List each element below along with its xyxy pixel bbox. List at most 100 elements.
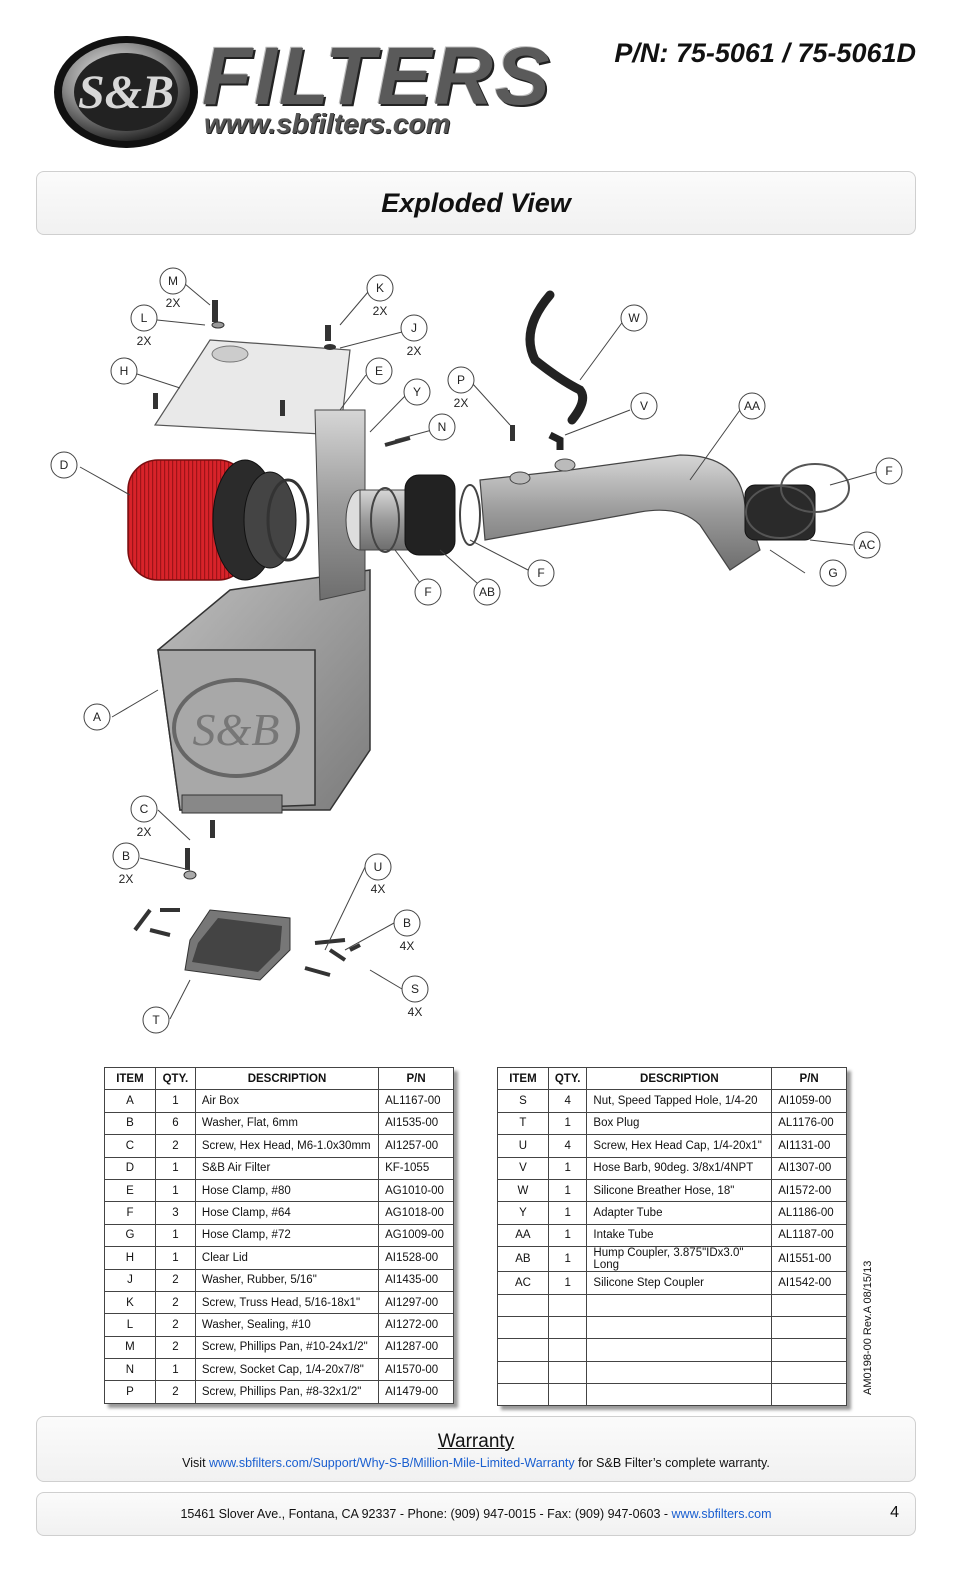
cell-pn: AI1535-00 (378, 1111, 454, 1136)
cell-description: Hose Clamp, #80 (194, 1178, 380, 1203)
warranty-link[interactable]: www.sbfilters.com/Support/Why-S-B/Millio… (209, 1456, 575, 1470)
svg-text:S: S (411, 982, 419, 996)
step-coupler (744, 463, 850, 541)
table-header-row: ITEM QTY. DESCRIPTION P/N (104, 1066, 454, 1091)
cell-description: Screw, Socket Cap, 1/4-20x7/8" (194, 1358, 380, 1382)
callout-s: S4X (401, 975, 429, 1019)
header-description: DESCRIPTION (586, 1066, 773, 1091)
svg-text:4X: 4X (400, 939, 415, 953)
callout-b-right: B 4X (393, 909, 421, 953)
cell-item: Y (497, 1201, 549, 1225)
cell-item: H (104, 1246, 156, 1270)
cell-item: K (104, 1290, 156, 1315)
svg-text:S&B: S&B (193, 704, 280, 755)
table-row (497, 1383, 847, 1407)
callout-w: W (620, 304, 648, 332)
footer-address: 15461 Slover Ave., Fontana, CA 92337 - P… (37, 1507, 915, 1521)
cell-qty: 1 (547, 1223, 588, 1248)
cell-item: AA (497, 1223, 549, 1248)
cell-qty: 4 (547, 1089, 588, 1113)
svg-text:M: M (168, 274, 178, 288)
warranty-text: Visit www.sbfilters.com/Support/Why-S-B/… (37, 1456, 915, 1470)
cell-pn: AI1572-00 (771, 1178, 847, 1203)
cell-description: Washer, Flat, 6mm (194, 1111, 380, 1136)
cell-qty (547, 1293, 588, 1317)
cell-item (497, 1293, 549, 1317)
svg-text:V: V (640, 399, 648, 413)
cell-pn: AI1297-00 (378, 1290, 454, 1315)
cell-description: Hump Coupler, 3.875"IDx3.0" Long (586, 1246, 773, 1273)
hump-coupler (370, 474, 481, 556)
callout-c: C2X (130, 795, 158, 839)
callout-l: L2X (130, 304, 158, 348)
callout-y: Y (403, 378, 431, 406)
cell-description: Air Box (194, 1089, 380, 1113)
cell-qty: 1 (154, 1246, 196, 1270)
cell-item: W (497, 1178, 549, 1203)
box-plug (184, 909, 291, 981)
svg-text:F: F (424, 585, 431, 599)
cell-pn (771, 1315, 847, 1340)
cell-description: Hose Clamp, #64 (194, 1201, 380, 1225)
cell-pn: AI1272-00 (378, 1313, 454, 1337)
cell-qty: 1 (547, 1201, 588, 1225)
cell-pn (771, 1360, 847, 1385)
cell-item: AC (497, 1271, 549, 1295)
cell-pn: AL1186-00 (771, 1201, 847, 1225)
adapter-tube (314, 409, 421, 601)
cell-item: U (497, 1134, 549, 1158)
cell-item: C (104, 1134, 156, 1158)
table-header-row: ITEM QTY. DESCRIPTION P/N (497, 1066, 847, 1091)
cell-qty: 2 (154, 1134, 196, 1158)
header-qty: QTY. (547, 1066, 588, 1091)
callout-f-right: F (875, 457, 903, 485)
table-row (497, 1315, 847, 1340)
cell-qty: 1 (547, 1271, 588, 1295)
air-filter (127, 459, 310, 581)
callout-m: M2X (159, 267, 187, 310)
svg-text:B: B (403, 916, 411, 930)
cell-pn: AI1435-00 (378, 1268, 454, 1292)
cell-description: Adapter Tube (586, 1201, 773, 1225)
callout-d: D (50, 451, 78, 479)
logo-url[interactable]: www.sbfilters.com (204, 108, 451, 139)
svg-text:N: N (438, 420, 447, 434)
cell-description: Screw, Hex Head, M6-1.0x30mm (194, 1134, 380, 1158)
cell-item: V (497, 1156, 549, 1180)
callout-aa: AA (738, 392, 766, 420)
cell-item: A (104, 1089, 156, 1113)
svg-text:L: L (141, 311, 148, 325)
cell-description: Screw, Phillips Pan, #10-24x1/2" (194, 1335, 380, 1360)
cell-description: Silicone Step Coupler (586, 1271, 773, 1295)
footer-website-link[interactable]: www.sbfilters.com (671, 1507, 772, 1521)
cell-qty: 1 (154, 1156, 196, 1180)
svg-text:4X: 4X (371, 882, 386, 896)
warranty-title: Warranty (437, 1431, 515, 1452)
cell-qty (547, 1383, 588, 1407)
cell-qty: 1 (154, 1223, 196, 1248)
svg-text:2X: 2X (137, 825, 152, 839)
cell-qty: 1 (154, 1358, 196, 1382)
cell-qty: 4 (547, 1134, 588, 1158)
svg-text:K: K (376, 281, 384, 295)
page-number: 4 (890, 1504, 899, 1521)
logo-wordmark: FILTERS (202, 31, 552, 122)
cell-item (497, 1315, 549, 1340)
cell-description (586, 1315, 773, 1340)
cell-pn: AG1010-00 (378, 1178, 454, 1203)
cell-description: Hose Clamp, #72 (194, 1223, 380, 1248)
cell-description: Box Plug (586, 1111, 773, 1136)
sb-logo-badge-icon: S&B (54, 36, 198, 148)
cell-description: Screw, Hex Head Cap, 1/4-20x1" (586, 1134, 773, 1158)
svg-text:A: A (93, 710, 101, 724)
cell-description (586, 1338, 773, 1362)
header-item: ITEM (104, 1066, 156, 1091)
